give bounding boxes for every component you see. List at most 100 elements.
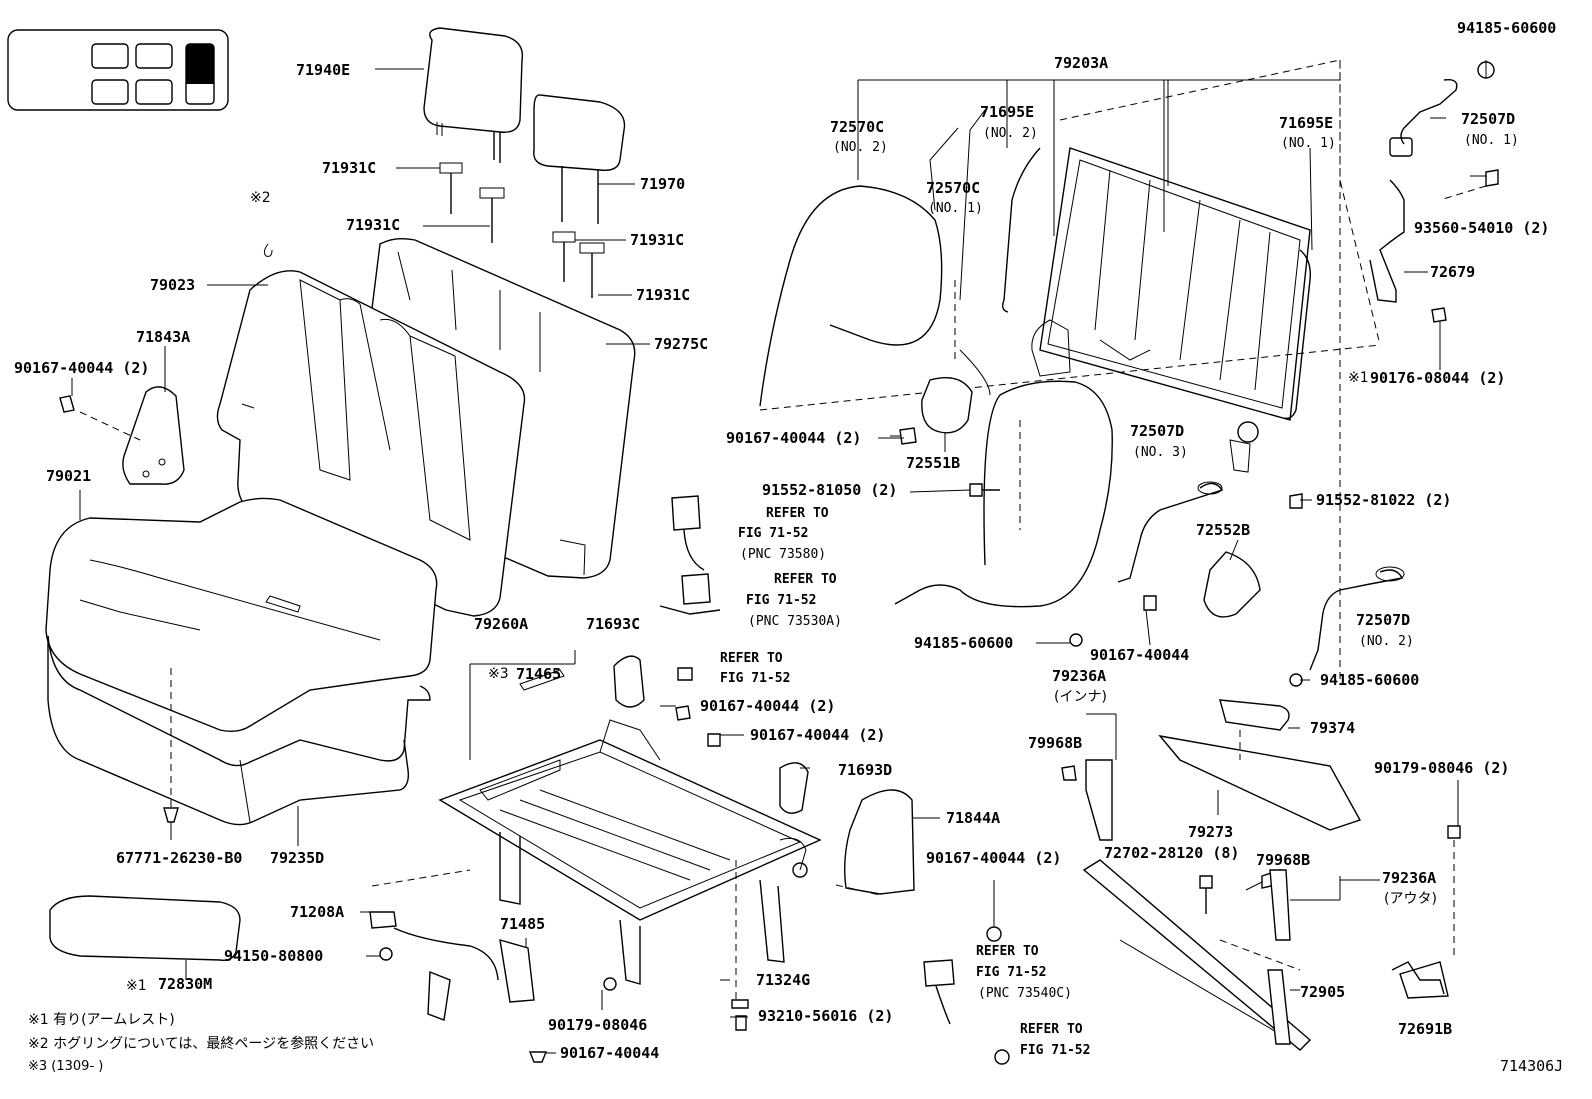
label-sub-inner: (インナ) (1054, 689, 1107, 705)
hinge-cover-71843A-drawing (59, 346, 185, 485)
label-71844A: 71844A (946, 809, 1001, 827)
fastener-bolts-drawing (379, 483, 1461, 1065)
label-sub: (NO. 3) (1133, 445, 1188, 460)
hog-ring-icon (263, 243, 273, 257)
label-sub: (NO. 1) (928, 201, 983, 216)
label-67771-26230-B0: 67771-26230-B0 (116, 849, 243, 867)
label-71940E: 71940E (296, 61, 351, 79)
cover-71844A-drawing (835, 789, 940, 896)
label-71695E: 71695E (1279, 114, 1334, 132)
label-94185-60600: 94185-60600 (1320, 671, 1420, 689)
shield-72551B-drawing (890, 377, 973, 452)
footnote-1: ※1 有り(アームレスト) (28, 1012, 175, 1028)
label-71693D: 71693D (838, 761, 893, 779)
harness-bracket-drawing (369, 869, 535, 1021)
label-79023: 79023 (150, 276, 196, 294)
label-72507D: 72507D (1461, 110, 1516, 128)
label-79273: 79273 (1188, 823, 1234, 841)
refer-to-fig: FIG 71-52 (720, 671, 791, 686)
label-71465: 71465 (516, 665, 562, 683)
seat-rail-drawing (1082, 699, 1449, 1051)
label-sub: (NO. 1) (1464, 133, 1519, 148)
headrest-71970-drawing (533, 94, 635, 224)
label-90167-40044: 90167-40044 (2) (700, 697, 836, 715)
refer-to-fig: FIG 71-52 (738, 526, 809, 541)
label-72507D: 72507D (1356, 611, 1411, 629)
belt-anchor-no2-drawing (1289, 566, 1405, 687)
refer-to-fig: FIG 71-52 (976, 965, 1047, 980)
label-90167-40044: 90167-40044 (1090, 646, 1190, 664)
revision-mark: ※3 (488, 666, 509, 682)
label-94150-80800: 94150-80800 (224, 947, 324, 965)
label-72702-28120: 72702-28120 (8) (1104, 844, 1240, 862)
refer-to-fig: FIG 71-52 (1020, 1043, 1091, 1058)
headrest-71940E-drawing (375, 27, 524, 163)
label-90179-08046: 90179-08046 (548, 1016, 648, 1034)
label-72552B: 72552B (1196, 521, 1251, 539)
label-90167-40044: 90167-40044 (2) (926, 849, 1062, 867)
label-71693C: 71693C (586, 615, 641, 633)
label-90179-08046: 90179-08046 (2) (1374, 759, 1510, 777)
label-72830M: 72830M (158, 975, 213, 993)
label-72905: 72905 (1300, 983, 1346, 1001)
label-71324G: 71324G (756, 971, 811, 989)
label-71931C: 71931C (322, 159, 377, 177)
label-93210-56016: 93210-56016 (2) (758, 1007, 894, 1025)
label-79203A: 79203A (1054, 54, 1109, 72)
footnote-3: ※3 (1309- ) (28, 1059, 104, 1074)
armrest-mark: ※1 (1348, 370, 1369, 386)
refer-to-pnc: (PNC 73530A) (748, 614, 842, 629)
refer-to-text: REFER TO (774, 572, 837, 587)
label-91552-81050: 91552-81050 (2) (762, 481, 898, 499)
label-71695E: 71695E (980, 103, 1035, 121)
armrest-drawing (49, 895, 241, 980)
refer-to-text: REFER TO (720, 651, 783, 666)
refer-to-text: REFER TO (766, 506, 829, 521)
label-72679: 72679 (1430, 263, 1476, 281)
release-cables-drawing (759, 127, 1113, 608)
label-94185-60600: 94185-60600 (1457, 19, 1557, 37)
belt-anchor-no3-drawing (1117, 481, 1261, 618)
label-72507D: 72507D (1130, 422, 1185, 440)
label-71208A: 71208A (290, 903, 345, 921)
label-90176-08044: 90176-08044 (2) (1370, 369, 1506, 387)
label-71485: 71485 (500, 915, 546, 933)
label-sub: (NO. 1) (1281, 136, 1336, 151)
label-sub: (NO. 2) (833, 140, 888, 155)
label-79374: 79374 (1310, 719, 1356, 737)
label-90167-40044: 90167-40044 (2) (14, 359, 150, 377)
label-79275C: 79275C (654, 335, 709, 353)
label-71931C: 71931C (630, 231, 685, 249)
label-90167-40044: 90167-40044 (2) (726, 429, 862, 447)
refer-to-pnc: (PNC 73540C) (978, 986, 1072, 1001)
seat-cushion-drawing (45, 490, 438, 846)
label-72551B: 72551B (906, 454, 961, 472)
upper-right-parts-drawing (1369, 60, 1499, 370)
label-91552-81022: 91552-81022 (2) (1316, 491, 1452, 509)
label-71843A: 71843A (136, 328, 191, 346)
label-79236A: 79236A (1052, 667, 1107, 685)
label-72570C: 72570C (926, 179, 981, 197)
seatback-frame-drawing (759, 59, 1381, 680)
label-90167-40044: 90167-40044 (560, 1044, 660, 1062)
label-79235D: 79235D (270, 849, 325, 867)
label-sub: (NO. 2) (1359, 634, 1414, 649)
label-79021: 79021 (46, 467, 92, 485)
leader-lines (360, 117, 1486, 1054)
refer-to-text: REFER TO (1020, 1022, 1083, 1037)
label-79968B: 79968B (1256, 851, 1311, 869)
seat-position-key-icon (7, 29, 229, 111)
label-71931C: 71931C (346, 216, 401, 234)
label-93560-54010: 93560-54010 (2) (1414, 219, 1550, 237)
label-79236A: 79236A (1382, 869, 1437, 887)
refer-to-pnc: (PNC 73580) (740, 547, 827, 562)
label-72570C: 72570C (830, 118, 885, 136)
label-sub: (NO. 2) (983, 126, 1038, 141)
label-79968B: 79968B (1028, 734, 1083, 752)
seatbelt-buckles-drawing (659, 495, 955, 1025)
footnote-2: ※2 ホグリングについては、最終ページを参照ください (28, 1036, 375, 1052)
clip-72691B-drawing (1391, 961, 1445, 995)
hog-ring-mark: ※2 (250, 190, 271, 206)
headrest-guides-drawing (396, 162, 632, 298)
